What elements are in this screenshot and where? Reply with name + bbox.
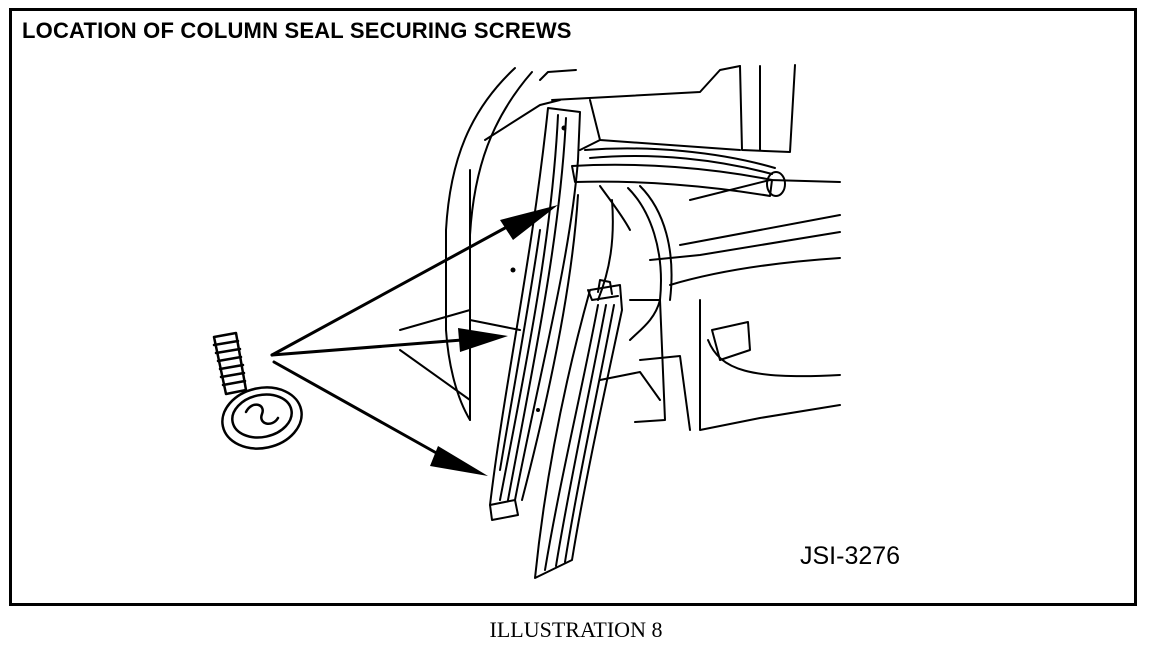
pointer-arrow-upper — [270, 226, 507, 357]
pointer-arrow-lower — [272, 360, 442, 457]
pointer-arrow-middle — [270, 338, 464, 357]
header-seal — [571, 147, 786, 231]
column-seal-strip-rear — [534, 279, 623, 579]
column-seal-strip-front — [489, 107, 581, 521]
diagram-title: LOCATION OF COLUMN SEAL SECURING SCREWS — [22, 18, 572, 43]
screw-icon — [212, 331, 303, 450]
pointer-arrow-icon — [430, 205, 558, 476]
illustration-caption: ILLUSTRATION 8 — [489, 617, 663, 642]
screw-locations — [510, 125, 567, 412]
figure-code: JSI-3276 — [800, 542, 901, 570]
pointer-arrows — [270, 226, 507, 457]
door-frame-outline — [399, 64, 841, 431]
weatherstrip-tube — [597, 185, 673, 341]
illustration-frame: LOCATION OF COLUMN SEAL SECURING SCREWS — [9, 8, 1137, 606]
